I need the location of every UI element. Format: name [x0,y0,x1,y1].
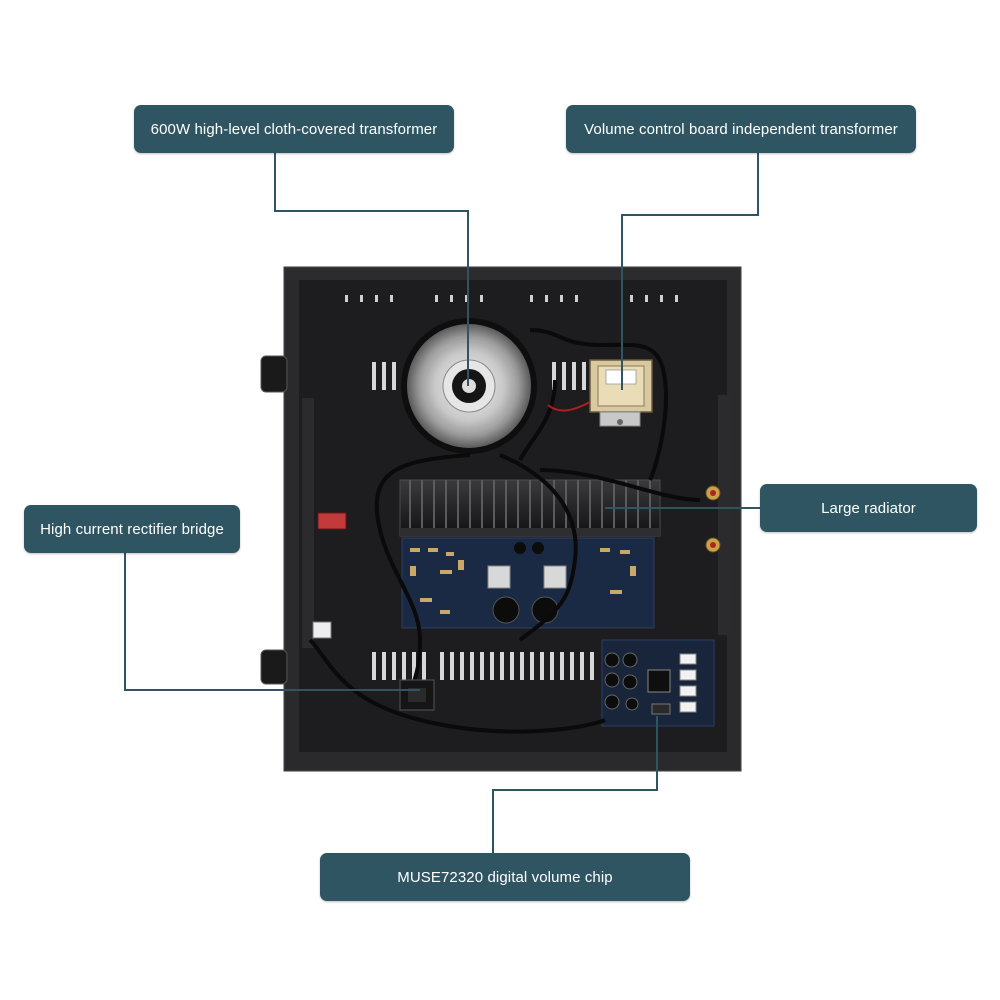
power-connector [317,512,347,530]
callout-transformer: 600W high-level cloth-covered transforme… [134,105,454,153]
knob-icon [260,649,288,685]
callout-transformer-label: 600W high-level cloth-covered transforme… [150,120,438,138]
leader-lines [124,153,760,853]
callout-radiator-label: Large radiator [821,499,916,517]
floor-vents-upper [372,362,586,390]
side-rail-right [718,395,730,635]
volume-board [601,639,715,727]
callout-radiator: Large radiator [760,484,977,532]
leader-line-transformer [274,153,469,386]
amplifier-board [401,537,655,629]
side-rail-left [302,398,314,648]
rectifier-bridge [399,679,435,711]
top-vents [345,295,678,302]
leader-line-volume-transformer [621,153,759,390]
callout-volume-chip-label: MUSE72320 digital volume chip [397,868,613,886]
leader-line-volume-chip [492,716,658,853]
callout-volume-chip: MUSE72320 digital volume chip [320,853,690,901]
callout-rectifier: High current rectifier bridge [24,505,240,553]
floor-vents-lower [372,652,594,680]
cables [308,328,701,734]
cable-red [547,401,591,412]
left-connector [312,621,332,639]
speaker-terminals [705,485,721,553]
knob-icon [260,355,288,393]
callout-rectifier-label: High current rectifier bridge [40,520,224,538]
callout-volume-transformer: Volume control board independent transfo… [566,105,916,153]
leader-line-rectifier [124,553,420,691]
callout-volume-transformer-label: Volume control board independent transfo… [584,120,898,138]
